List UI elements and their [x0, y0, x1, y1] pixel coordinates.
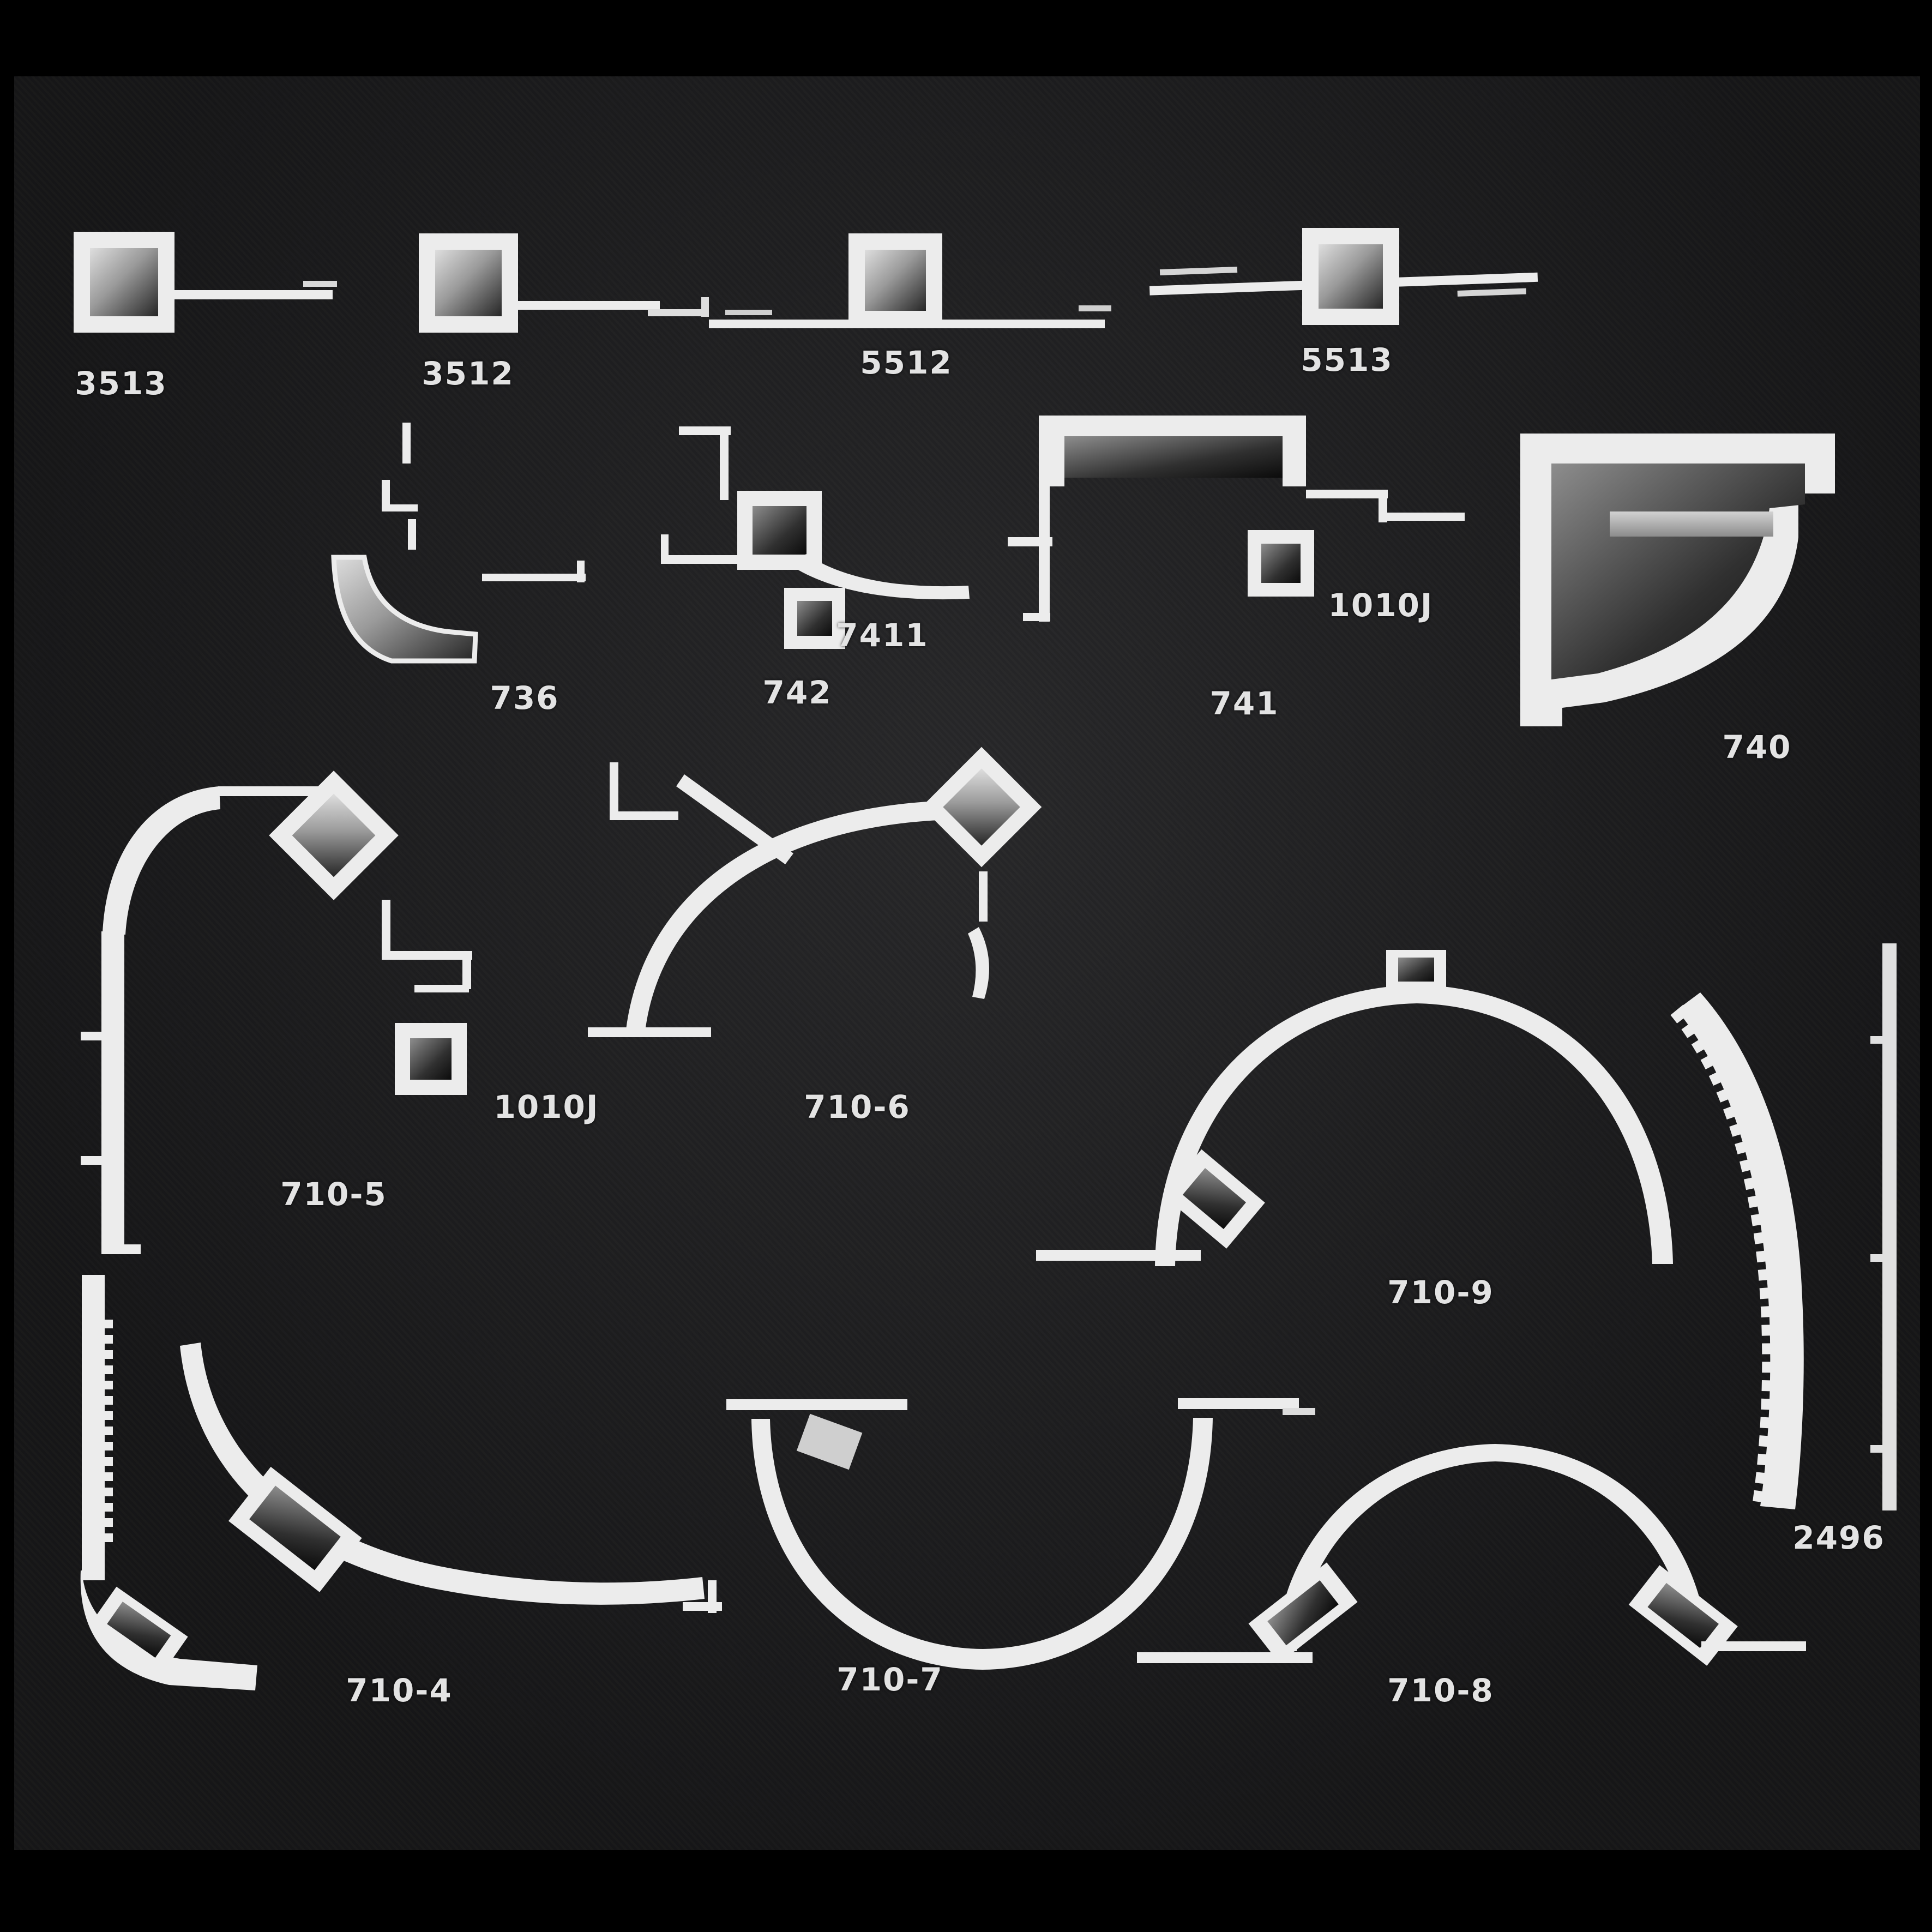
label-741: 741	[1209, 685, 1279, 722]
label-1010j-a: 1010J	[1328, 587, 1434, 624]
profile-710-5-shape	[81, 771, 472, 1254]
label-736: 736	[490, 679, 559, 717]
label-740: 740	[1722, 729, 1792, 766]
profile-741-shape	[1008, 416, 1465, 622]
label-710-5: 710-5	[280, 1176, 387, 1213]
profile-710-8-shape	[1137, 1444, 1806, 1666]
label-710-7: 710-7	[836, 1661, 943, 1698]
profile-1010j-b-shape	[395, 1023, 467, 1095]
label-1010j-b: 1010J	[493, 1088, 599, 1126]
profile-740-shape	[1520, 434, 1835, 726]
label-3512: 3512	[422, 355, 514, 392]
profile-710-4-shape	[80, 1275, 722, 1690]
profile-7411-shape	[784, 588, 845, 649]
label-710-8: 710-8	[1387, 1672, 1494, 1709]
label-5512: 5512	[860, 344, 953, 381]
profile-5513-shape	[1149, 228, 1538, 325]
profile-3513-shape	[74, 232, 337, 333]
profile-742-shape	[661, 426, 970, 600]
label-742: 742	[762, 674, 832, 711]
profile-1010j-a-shape	[1248, 530, 1314, 597]
label-7411: 7411	[836, 617, 929, 654]
profile-5512-shape	[709, 233, 1111, 328]
profile-736-shape	[331, 423, 586, 664]
label-710-6: 710-6	[804, 1088, 911, 1126]
label-5513: 5513	[1301, 341, 1393, 378]
profile-710-6-shape	[588, 747, 1042, 1037]
profile-3512-shape	[419, 233, 709, 333]
profile-2496-shape	[1670, 943, 1897, 1510]
profile-710-7-shape	[726, 1398, 1315, 1670]
label-3513: 3513	[75, 365, 167, 402]
profile-710-9-shape	[1036, 950, 1673, 1266]
label-710-9: 710-9	[1387, 1274, 1494, 1311]
label-710-4: 710-4	[346, 1672, 453, 1709]
label-2496: 2496	[1792, 1519, 1885, 1556]
